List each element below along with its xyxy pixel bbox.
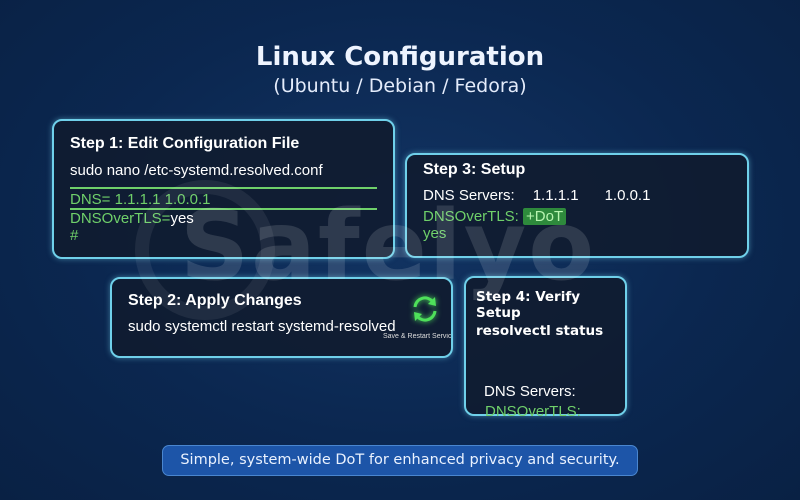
dns-label: DNS Servers:	[423, 187, 515, 204]
dot-line: DNSOverTLS=yes	[70, 210, 377, 227]
step3-card: Step 3: Setup DNS Servers: 1.1.1.1 1.0.0.1…	[405, 153, 749, 258]
divider	[70, 187, 377, 189]
dns-label: DNS Servers:	[484, 383, 576, 400]
dns2: 1.0.0.1	[604, 187, 651, 204]
dot-key: DNSOverTLS=	[70, 210, 171, 227]
step4-card: Step 4: Verify Setup resolvectl status D…	[464, 276, 627, 420]
dot-label: DNSOverTLS:	[485, 403, 581, 420]
restart-icon[interactable]	[409, 293, 441, 325]
step2-command: sudo systemctl restart systemd-resolved	[128, 318, 396, 335]
page-title: Linux Configuration	[255, 42, 545, 72]
step4-title: Step 4: Verify Setup	[476, 289, 581, 321]
comment-line: #	[70, 227, 79, 244]
step2-card: Step 2: Apply Changes sudo systemctl res…	[110, 277, 453, 358]
dns1: 1.1.1.1	[532, 187, 579, 204]
restart-caption: Save & Restart Service	[383, 333, 451, 340]
divider	[70, 208, 377, 210]
dot-value: yes	[423, 225, 447, 242]
step1-title: Step 1: Edit Configuration File	[70, 135, 300, 152]
step1-card: Step 1: Edit Configuration File sudo nan…	[52, 119, 395, 259]
dot-value: yes	[170, 210, 194, 227]
dns-line: DNS= 1.1.1.1 1.0.0.1	[70, 191, 211, 208]
dot-label: DNSOverTLS:	[423, 208, 519, 225]
footer-tagline: Simple, system-wide DoT for enhanced pri…	[162, 445, 638, 476]
dns-servers-row: DNS Servers: 1.1.1.1 1.0.0.1	[423, 187, 731, 204]
step1-command: sudo nano /etc-systemd.resolved.conf	[70, 162, 323, 179]
step2-title: Step 2: Apply Changes	[128, 292, 302, 309]
step3-title: Step 3: Setup	[423, 161, 526, 178]
step4-command: resolvectl status	[476, 323, 604, 339]
dot-badge: +DoT	[523, 208, 567, 225]
dot-row: DNSOverTLS: +DoT	[423, 208, 731, 225]
page-subtitle: (Ubuntu / Debian / Fedora)	[273, 75, 527, 97]
